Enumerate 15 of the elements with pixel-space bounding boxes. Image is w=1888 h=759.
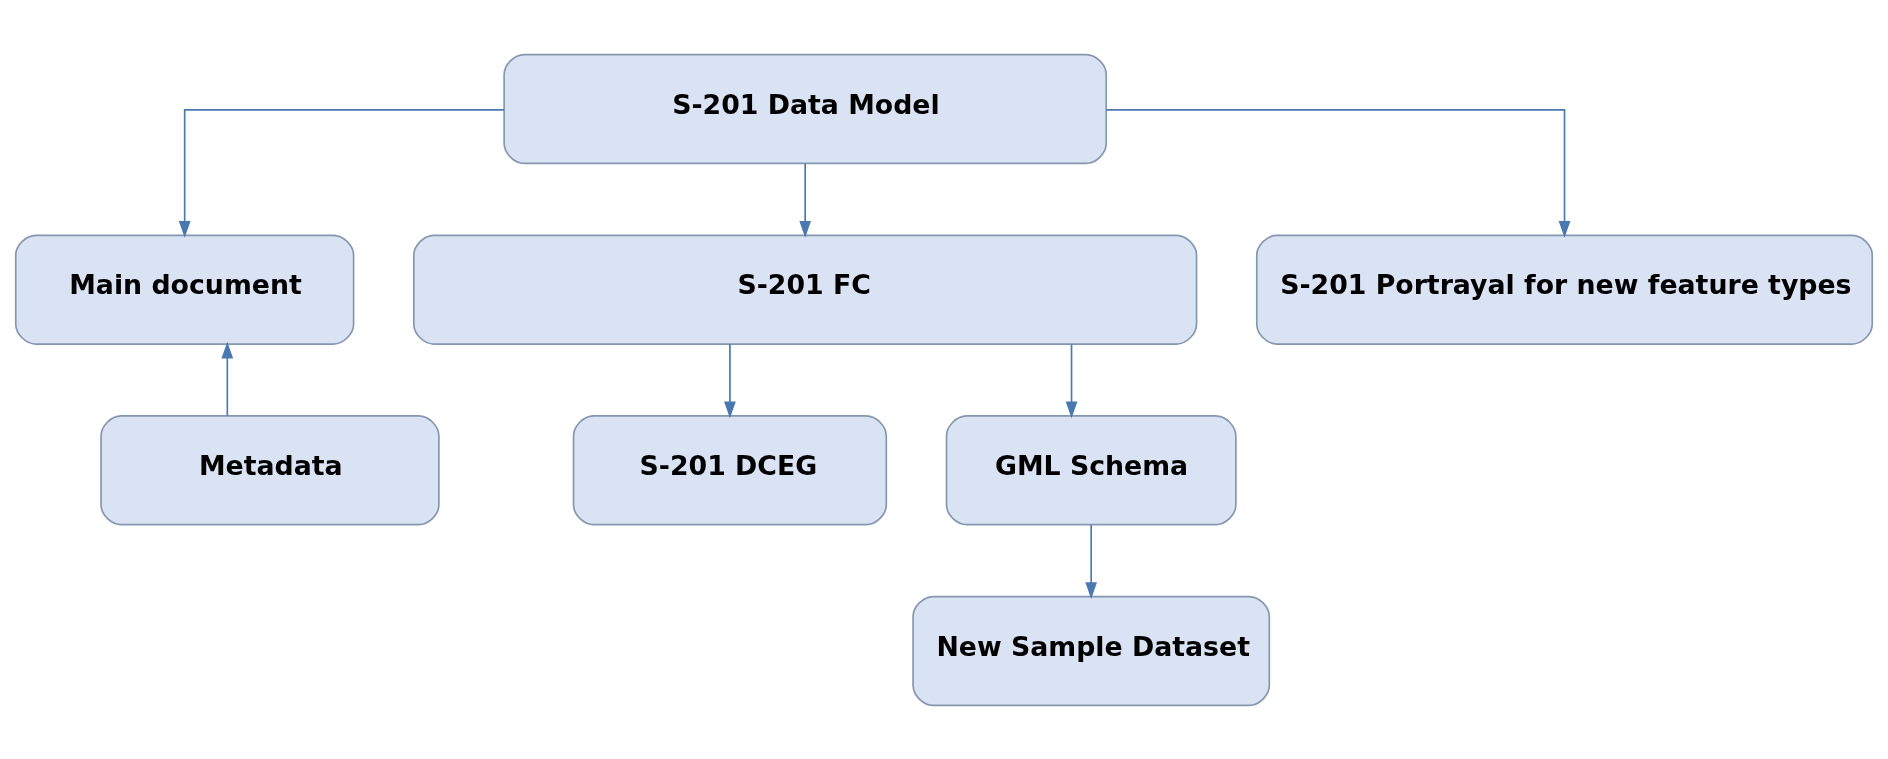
arrow bbox=[799, 162, 812, 238]
node-box: S-201 FC bbox=[412, 234, 1198, 345]
node-box: S-201 DCEG bbox=[572, 414, 888, 525]
node-box: Metadata bbox=[100, 414, 440, 525]
arrow bbox=[178, 108, 505, 238]
arrow bbox=[724, 343, 736, 418]
arrow bbox=[1105, 108, 1571, 238]
arrow bbox=[1065, 343, 1078, 418]
node-box: S-201 Portrayal for new feature types bbox=[1255, 234, 1874, 345]
node-box: GML Schema bbox=[945, 414, 1237, 525]
node-box: S-201 Data Model bbox=[503, 53, 1108, 164]
arrow bbox=[1085, 523, 1098, 599]
node-box: Main document bbox=[14, 234, 355, 345]
arrow bbox=[221, 341, 234, 416]
node-box: New Sample Dataset bbox=[912, 595, 1271, 706]
